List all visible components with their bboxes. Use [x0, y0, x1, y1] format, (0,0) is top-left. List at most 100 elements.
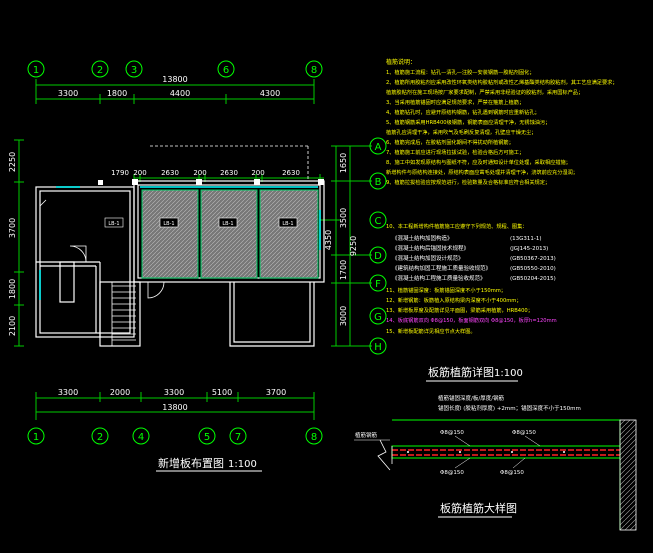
new-slabs [141, 189, 319, 279]
inner-dim-4: 200 [193, 169, 206, 177]
standard-name: 《混凝土结构后锚固技术规程》 [392, 244, 469, 252]
standard-name: 《混凝土结构加固设计规范》 [392, 254, 464, 262]
door-swings [39, 199, 165, 299]
right-dim-3: 4350 [324, 230, 333, 250]
note-line: 6、植筋完成后，在胶粘剂固化期间不得扰动所植钢筋； [386, 138, 514, 146]
axis-bottom-2: 2 [97, 432, 103, 443]
detail-left-label: 植筋钢筋 [355, 431, 378, 439]
left-dim-2: 3700 [8, 218, 17, 238]
note-line: 3、当采用植筋锚固时应满足规范要求，严禁在箍筋上植筋； [386, 98, 524, 106]
slab-tag-1: LB-1 [108, 221, 119, 227]
top-axis-bubbles [27, 60, 323, 78]
bottom-axis-bubbles [27, 427, 323, 445]
bottom-dim-2: 2000 [110, 388, 130, 397]
top-dim-2: 1800 [107, 89, 127, 98]
detail-depth-line: 锚固长度l (胶粘剂厚度) +2mm；锚固深度不小于150mm [438, 404, 581, 412]
bottom-total-dim: 13800 [162, 403, 187, 412]
top-dim-4: 4300 [260, 89, 280, 98]
right-dim-1: 1650 [339, 153, 348, 173]
right-dim-2: 3500 [339, 208, 348, 228]
standard-name: 《混凝土结构工程施工质量验收规范》 [392, 274, 486, 282]
plan-title: 新增板布置图 [158, 456, 224, 470]
axis-top-6: 6 [223, 65, 229, 76]
note-line: 7、植筋施工前应进行现场拉拔试验，检验合格后方可施工； [386, 148, 524, 156]
detail-heading-scale: 1:100 [494, 368, 523, 379]
note-tail-line: 15、新增板配筋详见相应节点大样图。 [386, 327, 476, 335]
left-dimension-chain [14, 139, 24, 347]
columns [98, 179, 324, 185]
rebar-label-top: Φ8@150 [440, 430, 464, 436]
right-dim-5: 1700 [339, 260, 348, 280]
axis-right-G: G [374, 312, 382, 323]
axis-top-8: 8 [311, 65, 317, 76]
notes-tail: 11、植筋锚固深度：板筋锚固深度不小于150mm； 12、新增钢筋：板筋植入原结… [386, 286, 557, 335]
note-line: 新增构件与原结构连接处，原结构表面应凿毛处理并清理干净，浇筑前应充分湿润； [386, 168, 578, 176]
standard-code: (GB50204-2015) [510, 276, 556, 282]
rebar-label-bottom-2: Φ8@150 [500, 470, 524, 476]
axis-top-1: 1 [33, 65, 39, 76]
slab-tag-2: LB-1 [163, 221, 174, 227]
right-dim-4: 9250 [349, 236, 358, 256]
inner-dim-7: 2630 [282, 169, 300, 177]
bottom-dim-5: 3700 [266, 388, 286, 397]
slab-tags [104, 217, 298, 228]
axis-right-B: B [375, 177, 382, 188]
axis-right-D: D [374, 251, 382, 262]
standard-code: (JGJ145-2013) [510, 246, 548, 252]
detail-title: 板筋植筋大样图 [440, 501, 517, 515]
rebar-leaders [454, 435, 541, 469]
note-line: 4、植筋钻孔时，应避开原结构钢筋，钻孔遇到钢筋时应重新钻孔； [386, 108, 540, 116]
axis-bottom-4: 4 [138, 432, 144, 443]
note-line: 8、施工中如发现原结构与图纸不符，应及时通知设计单位处理，采取相应措施； [386, 158, 571, 166]
note-line: 植筋胶粘剂在施工现场按厂家要求配制，严禁采用非经验证的胶粘剂，采用国标产品； [386, 88, 583, 96]
top-dimension-chain [35, 79, 315, 104]
note-tail-line: 12、新增钢筋：板筋植入原结构梁内深度不小于400mm； [386, 296, 522, 304]
slab-tag-3: LB-1 [222, 221, 233, 227]
rebar-label-top-2: Φ8@150 [512, 430, 536, 436]
detail-dots [407, 451, 565, 453]
axis-top-3: 3 [131, 65, 137, 76]
note-line: 1、植筋施工流程：钻孔—清孔—注胶—安装钢筋—胶粘剂固化； [386, 68, 535, 76]
note-line: 2、植筋所用胶粘剂应采用改性环氧类结构胶粘剂或改性乙烯基酯类结构胶粘剂，其工艺应… [386, 78, 618, 86]
axis-bottom-1: 1 [33, 432, 39, 443]
axis-bottom-5: 5 [204, 432, 210, 443]
standard-name: 《建筑结构加固工程施工质量验收规范》 [392, 264, 491, 272]
axis-bottom-7: 7 [235, 432, 241, 443]
axis-top-2: 2 [97, 65, 103, 76]
note-tail-line: 13、新增板厚度及配筋详见平面图，梁筋采用植筋，HRB400； [386, 306, 533, 314]
inner-dim-2: 200 [133, 169, 146, 177]
axis-right-C: C [375, 216, 382, 227]
right-dimension-chain [320, 145, 372, 347]
left-dim-4: 2100 [8, 316, 17, 336]
standard-code: (GB50367-2013) [510, 256, 556, 262]
bottom-dim-3: 3300 [164, 388, 184, 397]
plan-scale: 1:100 [228, 459, 257, 470]
notes-lines: 1、植筋施工流程：钻孔—清孔—注胶—安装钢筋—胶粘剂固化； 2、植筋所用胶粘剂应… [386, 68, 618, 230]
top-dim-3: 4400 [170, 89, 190, 98]
stair-treads [111, 282, 136, 346]
slab-3 [259, 189, 319, 279]
bottom-dim-4: 5100 [212, 388, 232, 397]
inner-dim-3: 2630 [161, 169, 179, 177]
standard-code: (13G311-1) [510, 236, 542, 242]
windows [39, 186, 321, 300]
standard-code: (GB50550-2010) [510, 266, 556, 272]
notes-heading: 植筋说明： [386, 58, 416, 66]
note-tail-line: 11、植筋锚固深度：板筋锚固深度不小于150mm； [386, 286, 506, 294]
inner-dim-1: 1790 [111, 169, 129, 177]
note-line: 植筋孔应清理干净，采用吹气及毛刷反复清理，孔壁应干燥无尘； [386, 128, 536, 136]
note-line: 5、植筋钢筋采用HRB400级钢筋，钢筋表面应清理干净，无锈蚀油污； [386, 118, 550, 126]
inner-dim-5: 2630 [220, 169, 238, 177]
left-dim-1: 2250 [8, 152, 17, 172]
detail-wall [619, 419, 637, 531]
rebar-label-bottom: Φ8@150 [440, 470, 464, 476]
right-axis-bubbles [369, 137, 387, 355]
bottom-dimension-chain [35, 392, 315, 420]
axis-right-A: A [375, 142, 382, 153]
axis-right-H: H [374, 342, 382, 353]
detail-sub: 植筋锚固深度/板/厚度/钢筋 [438, 394, 505, 402]
axis-bottom-8: 8 [311, 432, 317, 443]
slab-1 [141, 189, 199, 279]
inner-dim-6: 200 [251, 169, 264, 177]
